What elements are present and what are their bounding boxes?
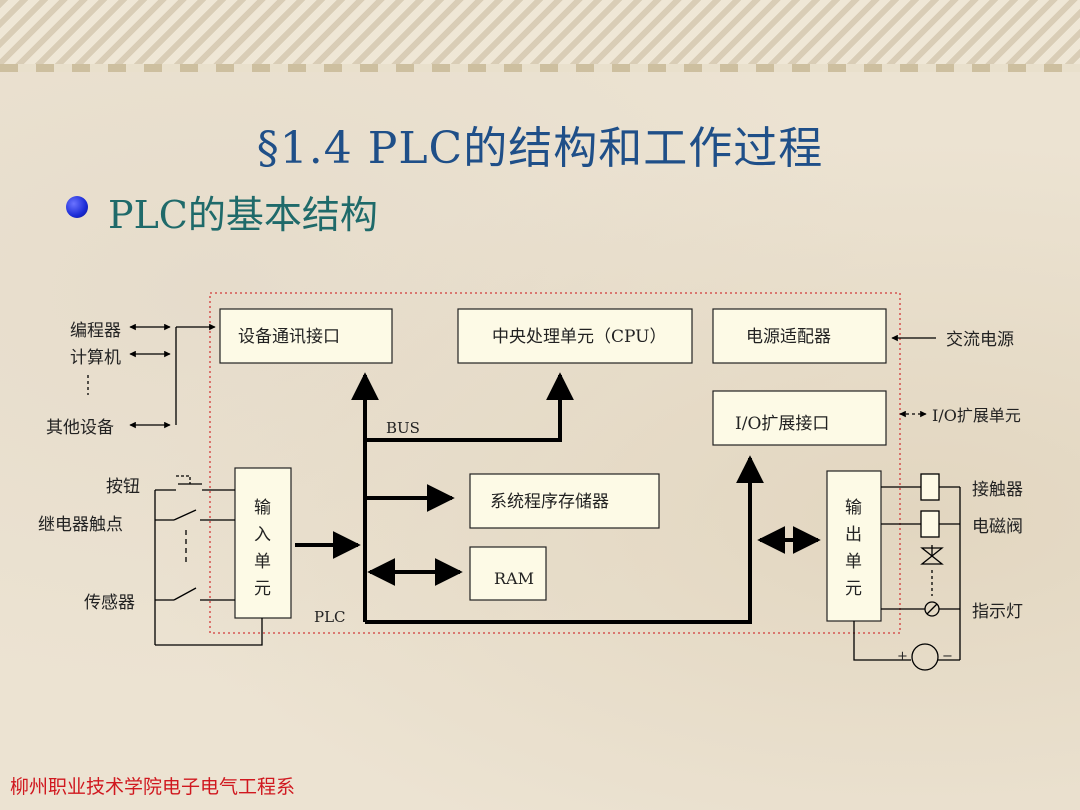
other-device-label: 其他设备 (46, 418, 114, 438)
solenoid-valve-label: 电磁阀 (972, 517, 1023, 537)
system-memory-block (469, 473, 660, 529)
ram-block (469, 546, 547, 601)
output-unit-char: 元 (845, 579, 862, 599)
bus-label: BUS (386, 419, 420, 437)
comm-device-wiring (87, 323, 216, 429)
comm-interface-label: 设备通讯接口 (238, 327, 340, 347)
output-unit-char: 输 (845, 498, 862, 518)
output-unit-block (826, 470, 882, 622)
computer-label: 计算机 (70, 348, 121, 368)
plc-boundary (209, 292, 901, 634)
indicator-label: 指示灯 (972, 602, 1023, 622)
plus-sign: + (897, 649, 908, 664)
bullet-icon (66, 196, 88, 218)
button-label: 按钮 (106, 477, 140, 497)
minus-sign: − (942, 649, 953, 664)
contactor-label: 接触器 (972, 480, 1023, 500)
cpu-label: 中央处理单元（CPU） (492, 327, 666, 347)
output-load-wiring (853, 473, 961, 671)
input-unit-char: 入 (254, 525, 271, 545)
io-expansion-port-label: I/O扩展接口 (735, 414, 829, 434)
input-unit-char: 元 (254, 579, 271, 599)
slide-title: §1.4 PLC的结构和工作过程 (256, 123, 824, 174)
relay-contact-label: 继电器触点 (38, 515, 123, 535)
io-expansion-port-block (712, 390, 887, 446)
cpu-block (457, 308, 693, 364)
ac-power-label: 交流电源 (946, 330, 1014, 350)
bus-lines (295, 372, 821, 624)
sensor-label: 传感器 (84, 593, 135, 613)
io-expansion-unit-label: I/O扩展单元 (932, 406, 1021, 425)
slide-subtitle: PLC的基本结构 (108, 193, 378, 237)
system-memory-label: 系统程序存储器 (490, 492, 609, 512)
input-unit-char: 输 (254, 498, 271, 518)
power-io-wiring (891, 334, 936, 418)
input-unit-block (234, 467, 292, 619)
output-unit-char: 出 (845, 525, 862, 545)
programmer-label: 编程器 (70, 321, 121, 341)
power-adapter-block (712, 308, 887, 364)
decorative-border (0, 0, 1080, 72)
ram-label: RAM (494, 569, 534, 588)
input-switch-wiring (154, 475, 263, 646)
output-unit-char: 单 (845, 552, 862, 572)
input-unit-char: 单 (254, 552, 271, 572)
comm-interface-block (219, 308, 393, 364)
footer-text: 柳州职业技术学院电子电气工程系 (10, 776, 296, 798)
plc-label: PLC (314, 608, 346, 626)
power-adapter-label: 电源适配器 (746, 327, 831, 347)
